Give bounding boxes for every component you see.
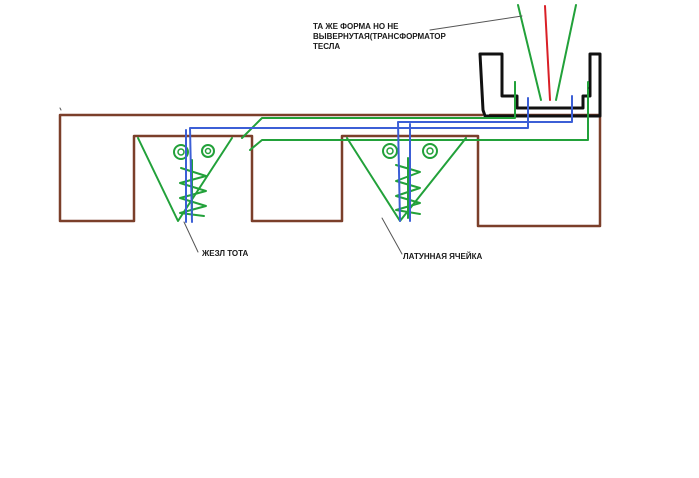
- leader-rod: [183, 221, 199, 253]
- left-coil-loop-b: [201, 144, 215, 158]
- green-wire-lower: [249, 109, 589, 151]
- leader-top-note: [429, 15, 523, 31]
- left-cell-cone: [137, 137, 233, 222]
- label-brass-cell: ЛАТУННАЯ ЯЧЕЙКА: [403, 252, 483, 261]
- label-thoth-rod: ЖЕЗЛ ТОТА: [202, 249, 249, 258]
- tesla-frame-outline: [478, 52, 602, 118]
- right-coil-loop-b: [422, 143, 438, 159]
- brown-housing-outline: [58, 113, 602, 228]
- green-wire-top: [241, 81, 516, 139]
- left-coil-loop-a: [173, 144, 189, 160]
- spark-line: [544, 5, 551, 101]
- leader-cell: [381, 217, 403, 255]
- label-tesla-note: ТА ЖЕ ФОРМА НО НЕ ВЫВЕРНУТАЯ(ТРАНСФОРМАТ…: [313, 22, 446, 51]
- tesla-cone-green: [514, 4, 589, 111]
- right-coil-loop-a: [382, 143, 398, 159]
- right-cell-cone: [346, 137, 467, 222]
- blue-wire-left: [189, 97, 529, 223]
- blue-wire-right: [397, 95, 573, 222]
